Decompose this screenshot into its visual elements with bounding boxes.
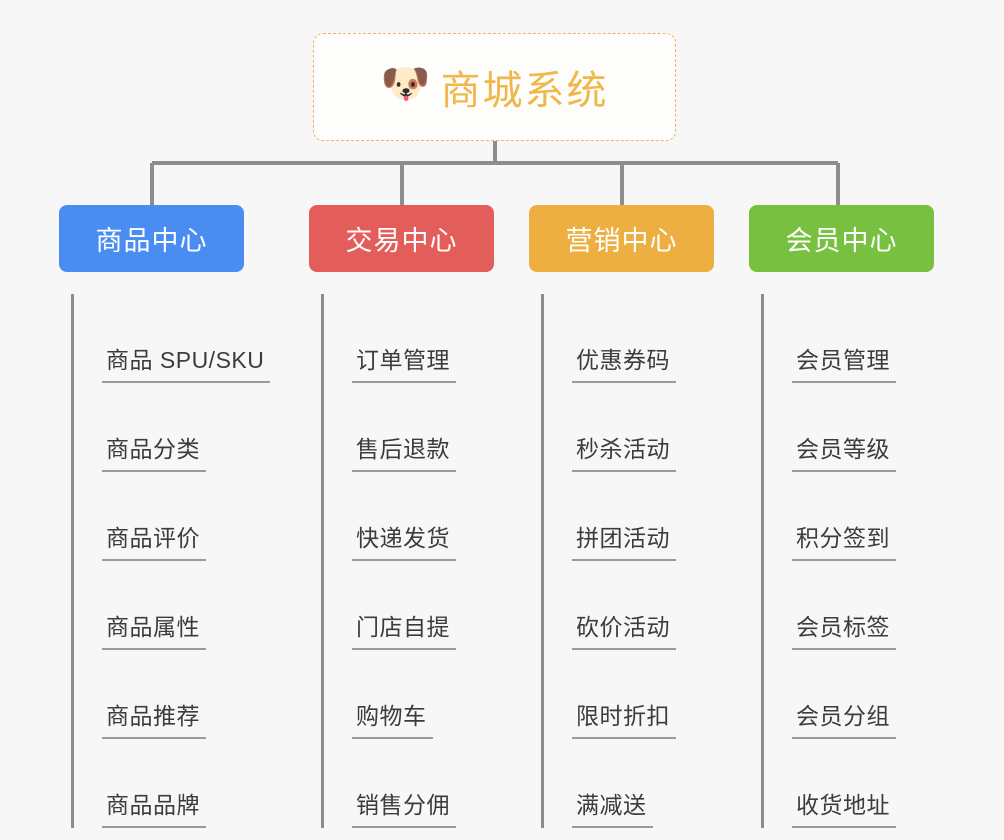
- branch-column-trade: 交易中心 订单管理 售后退款 快递发货 门店自提 购物车 销售分佣: [309, 205, 509, 828]
- dog-face-icon: 🐶: [380, 62, 431, 106]
- branch-column-member: 会员中心 会员管理 会员等级 积分签到 会员标签 会员分组 收货地址: [749, 205, 949, 828]
- leaf-list-trade: 订单管理 售后退款 快递发货 门店自提 购物车 销售分佣: [321, 294, 509, 828]
- leaf-label: 商品属性: [102, 608, 206, 650]
- leaf-label: 满减送: [572, 786, 653, 828]
- leaf-label: 会员标签: [792, 608, 896, 650]
- list-item[interactable]: 商品品牌: [74, 739, 259, 828]
- leaf-label: 商品推荐: [102, 697, 206, 739]
- list-item[interactable]: 会员等级: [764, 383, 949, 472]
- list-item[interactable]: 限时折扣: [544, 650, 729, 739]
- category-box-trade[interactable]: 交易中心: [309, 205, 494, 272]
- list-item[interactable]: 积分签到: [764, 472, 949, 561]
- leaf-label: 购物车: [352, 697, 433, 739]
- leaf-label: 商品评价: [102, 519, 206, 561]
- root-node[interactable]: 🐶 商城系统: [313, 33, 676, 141]
- list-item[interactable]: 订单管理: [324, 294, 509, 383]
- category-label: 交易中心: [345, 226, 458, 256]
- leaf-label: 门店自提: [352, 608, 456, 650]
- leaf-label: 收货地址: [792, 786, 896, 828]
- list-item[interactable]: 销售分佣: [324, 739, 509, 828]
- list-item[interactable]: 拼团活动: [544, 472, 729, 561]
- list-item[interactable]: 购物车: [324, 650, 509, 739]
- list-item[interactable]: 商品分类: [74, 383, 259, 472]
- list-item[interactable]: 商品 SPU/SKU: [74, 294, 271, 383]
- leaf-label: 会员管理: [792, 341, 896, 383]
- category-box-member[interactable]: 会员中心: [749, 205, 934, 272]
- list-item[interactable]: 门店自提: [324, 561, 509, 650]
- list-item[interactable]: 收货地址: [764, 739, 949, 828]
- branch-column-product: 商品中心 商品 SPU/SKU 商品分类 商品评价 商品属性 商品推荐 商品品牌: [59, 205, 271, 828]
- leaf-label: 优惠券码: [572, 341, 676, 383]
- list-item[interactable]: 商品评价: [74, 472, 259, 561]
- category-box-product[interactable]: 商品中心: [59, 205, 244, 272]
- leaf-label: 售后退款: [352, 430, 456, 472]
- leaf-label: 会员分组: [792, 697, 896, 739]
- leaf-label: 商品品牌: [102, 786, 206, 828]
- list-item[interactable]: 优惠券码: [544, 294, 729, 383]
- list-item[interactable]: 售后退款: [324, 383, 509, 472]
- leaf-label: 商品分类: [102, 430, 206, 472]
- branch-column-marketing: 营销中心 优惠券码 秒杀活动 拼团活动 砍价活动 限时折扣 满减送: [529, 205, 729, 828]
- leaf-label: 会员等级: [792, 430, 896, 472]
- list-item[interactable]: 砍价活动: [544, 561, 729, 650]
- leaf-label: 商品 SPU/SKU: [102, 341, 271, 383]
- list-item[interactable]: 商品属性: [74, 561, 259, 650]
- category-box-marketing[interactable]: 营销中心: [529, 205, 714, 272]
- leaf-label: 订单管理: [352, 341, 456, 383]
- list-item[interactable]: 满减送: [544, 739, 729, 828]
- leaf-label: 限时折扣: [572, 697, 676, 739]
- list-item[interactable]: 会员分组: [764, 650, 949, 739]
- leaf-label: 快递发货: [352, 519, 456, 561]
- leaf-list-member: 会员管理 会员等级 积分签到 会员标签 会员分组 收货地址: [761, 294, 949, 828]
- list-item[interactable]: 快递发货: [324, 472, 509, 561]
- leaf-label: 拼团活动: [572, 519, 676, 561]
- root-title: 商城系统: [440, 69, 609, 113]
- leaf-label: 秒杀活动: [572, 430, 676, 472]
- leaf-label: 销售分佣: [352, 786, 456, 828]
- list-item[interactable]: 秒杀活动: [544, 383, 729, 472]
- list-item[interactable]: 商品推荐: [74, 650, 259, 739]
- category-label: 营销中心: [565, 226, 678, 256]
- category-label: 商品中心: [95, 226, 208, 256]
- list-item[interactable]: 会员管理: [764, 294, 949, 383]
- leaf-list-product: 商品 SPU/SKU 商品分类 商品评价 商品属性 商品推荐 商品品牌: [71, 294, 271, 828]
- category-label: 会员中心: [785, 226, 898, 256]
- leaf-list-marketing: 优惠券码 秒杀活动 拼团活动 砍价活动 限时折扣 满减送: [541, 294, 729, 828]
- leaf-label: 积分签到: [792, 519, 896, 561]
- leaf-label: 砍价活动: [572, 608, 676, 650]
- list-item[interactable]: 会员标签: [764, 561, 949, 650]
